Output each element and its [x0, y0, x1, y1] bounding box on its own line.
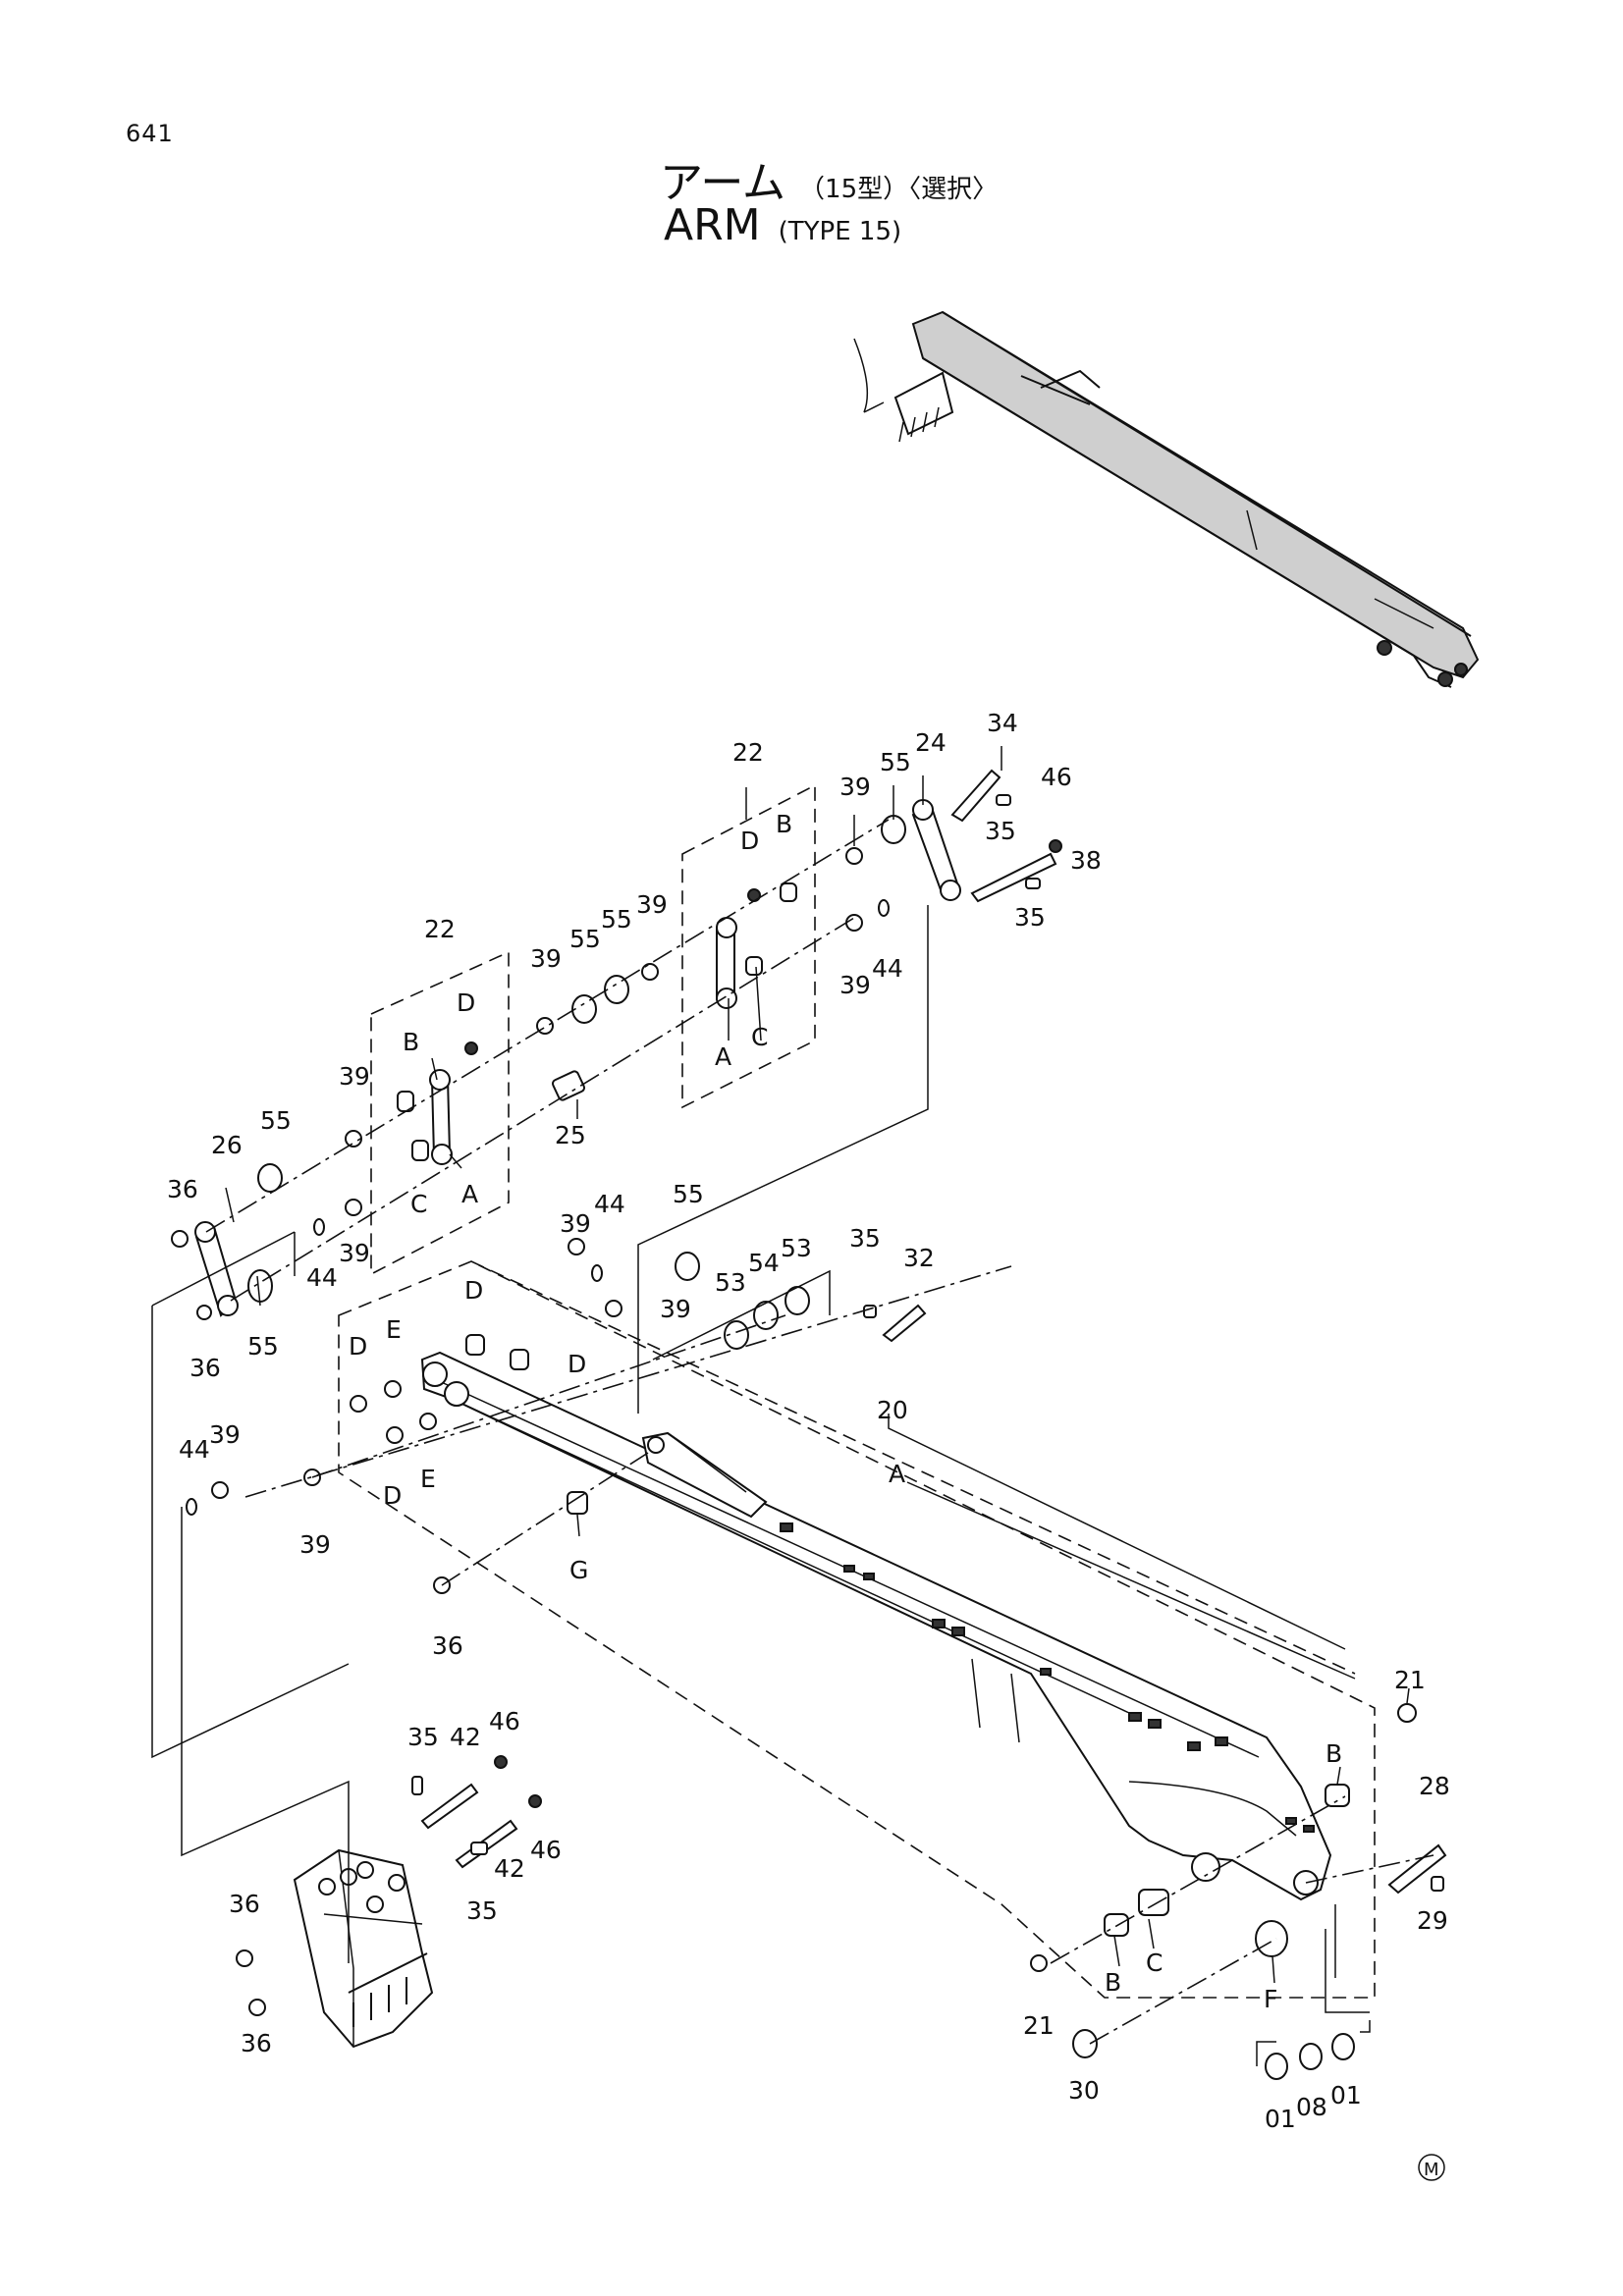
callout-55-center: 55: [673, 1180, 704, 1208]
callout-35-mid: 35: [1014, 903, 1046, 932]
callout-G: G: [569, 1556, 588, 1584]
callout-C-bottom: C: [1146, 1949, 1163, 1977]
callout-B-right: B: [1325, 1739, 1342, 1768]
bushings-washers: [171, 794, 1444, 2080]
callout-08: 08: [1296, 2093, 1327, 2121]
callout-39-center: 39: [560, 1209, 591, 1238]
callout-44-right: 44: [872, 954, 903, 983]
link-parts: [194, 769, 1447, 1895]
callout-55-mid-a: 55: [569, 925, 601, 953]
callout-22-right: 22: [732, 738, 764, 767]
callout-44-center: 44: [594, 1190, 625, 1218]
callout-39-mid-b: 39: [636, 890, 668, 919]
title-english: ARM (TYPE 15): [664, 200, 901, 250]
callout-A-left-link: A: [461, 1180, 478, 1208]
callout-55-left-low: 55: [247, 1332, 279, 1361]
callout-46-bucket-b: 46: [530, 1836, 562, 1864]
callout-36-bucket-a: 36: [229, 1890, 260, 1918]
callout-36-lower: 36: [432, 1631, 463, 1660]
callout-46-bucket-a: 46: [489, 1707, 520, 1735]
callout-46-top: 46: [1041, 763, 1072, 791]
callout-D-arm-a: D: [464, 1276, 483, 1305]
callout-labels: 22 22 24 34 46 38 35 35 55 39 B D 39 44 …: [167, 709, 1450, 2133]
assembly-outlines: [151, 783, 1434, 2066]
callout-55-mid-b: 55: [601, 905, 632, 934]
callout-39-top: 39: [839, 773, 871, 801]
callout-D-left-box: D: [457, 988, 475, 1017]
callout-54: 54: [748, 1249, 780, 1277]
leader-lines: [225, 746, 1410, 1984]
callout-53-b: 53: [781, 1234, 812, 1262]
callout-E-arm-a: E: [386, 1315, 402, 1344]
callout-39-left-low: 39: [339, 1239, 370, 1267]
callout-44-left: 44: [306, 1263, 338, 1292]
title-en-main: ARM: [664, 200, 761, 250]
callout-C-right-link: C: [751, 1023, 768, 1051]
callout-F: F: [1264, 1985, 1277, 2013]
callout-E-arm-b: E: [420, 1465, 436, 1493]
bucket-illustration: [293, 1848, 434, 2049]
page-number: 641: [126, 120, 174, 147]
callout-24: 24: [915, 728, 947, 757]
arm-overview-illustration: [853, 310, 1480, 688]
callout-35-top: 35: [985, 817, 1016, 845]
callout-36-mid: 36: [189, 1354, 221, 1382]
callout-39-lower-b: 39: [299, 1530, 331, 1559]
callout-39-right: 39: [839, 971, 871, 999]
callout-C-left-link: C: [410, 1190, 427, 1218]
arm-body: [420, 1351, 1332, 1901]
callout-B-top: B: [776, 810, 792, 838]
callout-32: 32: [903, 1244, 935, 1272]
callout-44-lower: 44: [179, 1435, 210, 1464]
callout-B-bottom: B: [1105, 1968, 1121, 1997]
callout-36-upper: 36: [167, 1175, 198, 1203]
callout-39-left-box: 39: [339, 1062, 370, 1091]
callout-21-right: 21: [1394, 1666, 1426, 1694]
callout-D-arm-c: D: [349, 1332, 367, 1361]
callout-D-top: D: [740, 827, 759, 855]
callout-35-bucket-a: 35: [407, 1723, 439, 1751]
callout-01-b: 01: [1330, 2081, 1362, 2109]
title-en-sub: (TYPE 15): [778, 217, 902, 246]
title-jp-main: アーム: [660, 158, 786, 208]
callout-25: 25: [555, 1121, 586, 1149]
callout-22-left: 22: [424, 915, 456, 943]
callout-35-bucket-b: 35: [466, 1896, 498, 1925]
callout-D-arm-b: D: [568, 1350, 586, 1378]
callout-55-top: 55: [880, 748, 911, 776]
title-japanese: アーム （15型）〈選択〉: [660, 147, 998, 210]
callout-21-bottom: 21: [1023, 2011, 1055, 2040]
callout-B-left-box: B: [403, 1028, 419, 1056]
callout-39-lower-a: 39: [209, 1420, 241, 1449]
mark-letter: M: [1424, 2160, 1439, 2180]
callout-34: 34: [987, 709, 1018, 737]
callout-36-bucket-b: 36: [241, 2029, 272, 2057]
callout-30: 30: [1068, 2076, 1100, 2105]
callout-38: 38: [1070, 846, 1102, 875]
callout-55-left: 55: [260, 1106, 292, 1135]
callout-35-center: 35: [849, 1224, 881, 1253]
callout-39-center-b: 39: [660, 1295, 691, 1323]
callout-A-arm: A: [889, 1460, 905, 1488]
title-jp-sub: （15型）〈選択〉: [799, 175, 999, 204]
callout-28: 28: [1419, 1772, 1450, 1800]
callout-39-mid: 39: [530, 944, 562, 973]
callout-D-arm-d: D: [383, 1481, 402, 1510]
callout-42-b: 42: [494, 1854, 525, 1883]
callout-20: 20: [877, 1396, 908, 1424]
callout-42-a: 42: [450, 1723, 481, 1751]
manufacturer-mark: M: [1418, 2154, 1445, 2181]
callout-29: 29: [1417, 1906, 1448, 1935]
callout-01-a: 01: [1265, 2105, 1296, 2133]
callout-53-a: 53: [715, 1268, 746, 1297]
callout-26: 26: [211, 1131, 243, 1159]
callout-A-right-link: A: [715, 1042, 731, 1071]
